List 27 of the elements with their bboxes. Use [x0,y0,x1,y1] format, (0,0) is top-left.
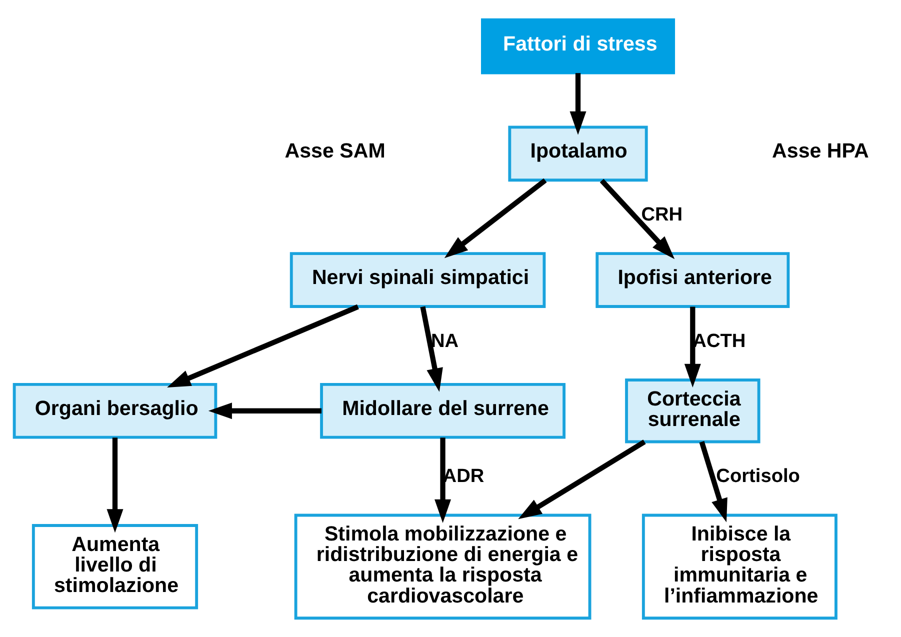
node-box: Ipofisi anteriore [596,252,790,308]
label: Asse HPA [772,139,869,162]
arrow [570,72,586,134]
arrow [434,437,452,522]
label: Asse SAM [284,139,386,162]
edge-label: ACTH [692,330,746,352]
arrow [106,437,124,532]
node-box: Organi bersaglio [12,382,218,438]
arrow [518,439,646,519]
edge-label: CRH [641,204,683,225]
node-box: Corteccia surrenale [625,378,760,443]
node-box: Nervi spinali simpatici [290,252,546,308]
edge-label: Cortisolo [716,466,800,487]
arrow [699,440,728,522]
node-box: Aumenta livello di stimolazione [32,524,198,609]
arrow [208,402,322,419]
node-box: Stimola mobilizzazione e ridistribuzione di energia e aumenta la risposta cardiovascolare [294,513,592,620]
arrow [684,306,701,387]
arrow [167,304,359,387]
node-box: Inibisce la risposta immunitaria e l’infiammazione [642,513,838,620]
node-box: Midollare del surrene [320,382,566,438]
edge-label: NA [431,330,459,352]
node-box: Ipotalamo [508,125,648,182]
node-box: Fattori di stress [481,18,676,74]
arrow [444,178,547,258]
arrow [600,178,675,259]
arrow [420,306,443,392]
